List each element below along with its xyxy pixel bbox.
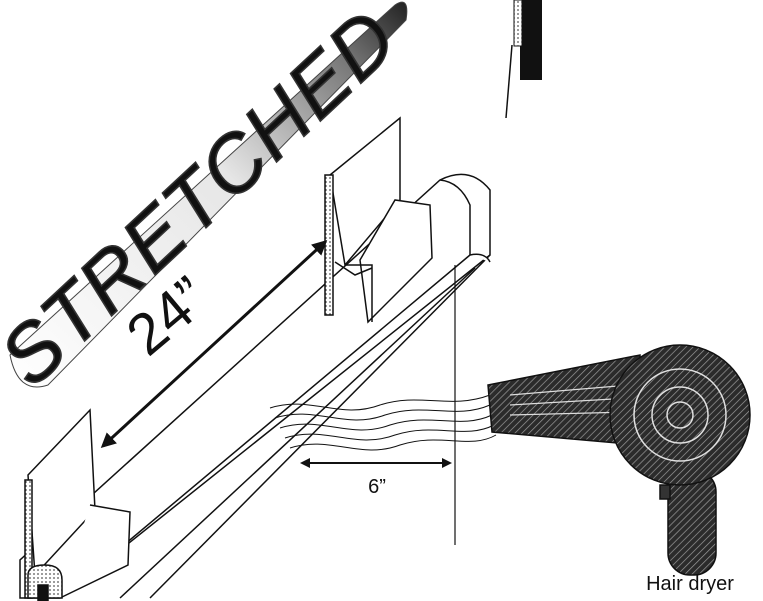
upper-clamp	[324, 116, 433, 324]
distance-label: 6”	[368, 476, 386, 498]
fabric-strip-top	[505, 0, 542, 119]
lower-clamp	[24, 408, 131, 601]
length-arrow	[100, 239, 328, 449]
dryer-label: Hair dryer	[646, 573, 734, 595]
air-stream	[269, 394, 497, 451]
hair-dryer-icon	[487, 344, 751, 576]
